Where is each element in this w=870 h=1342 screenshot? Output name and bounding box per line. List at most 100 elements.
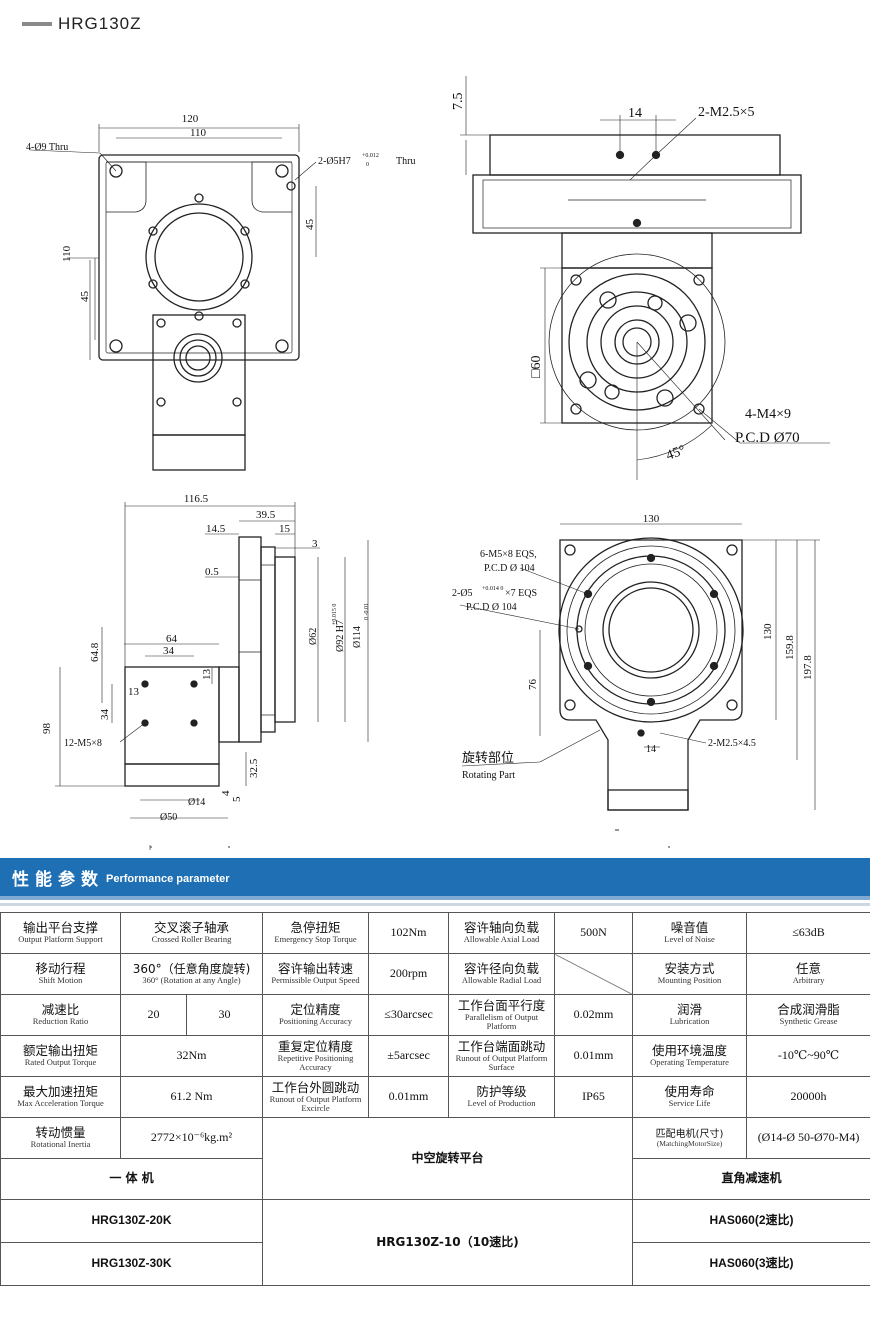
dim-34: 34 [163, 645, 175, 657]
label-temperature: 使用环境温度 [652, 1043, 728, 1059]
model-10: HRG130Z-10（10速比) [262, 1199, 634, 1286]
dim-32-5: 32.5 [248, 758, 260, 778]
technical-drawings: 120 110 110 45 45 4-Ø9 Thru 2-Ø5H7 +0.01… [26, 76, 830, 850]
label-m25x4-5: 2-M2.5×4.5 [708, 738, 756, 749]
dim-14-top: 14 [646, 744, 656, 755]
side-view [460, 76, 830, 480]
label-pin-holes: 2-Ø5H7 [318, 156, 351, 167]
label-emergency-torque-en: Emergency Stop Torque [274, 934, 357, 945]
label-radial-load: 容许径向负载 [464, 961, 540, 977]
label-noise-en: Level of Noise [664, 934, 715, 945]
label-pin-tol-up: +0.012 [362, 153, 379, 159]
label-motor-size-en: (MatchingMotorSize) [656, 1139, 723, 1149]
dim-45-right: 45 [304, 219, 316, 231]
value-lubrication-en: Synthetic Grease [779, 1016, 838, 1027]
label-rotating-part-en: Rotating Part [462, 770, 515, 781]
page-title: HRG130Z [58, 14, 142, 33]
value-rated-torque: 32Nm [119, 1035, 264, 1077]
model-has060-2: HAS060(2速比) [632, 1199, 870, 1243]
label-excircle-runout: 工作台外圆跳动 [271, 1079, 360, 1095]
page-header: HRG130Z [22, 14, 142, 34]
dim-4: 4 [220, 790, 232, 796]
label-pin-eqs-tol: +0.014 0 [482, 586, 503, 592]
section-banner: 性能参数 Performance parameter [0, 858, 870, 900]
dim-130-vertical: 130 [762, 623, 774, 640]
label-service-life: 使用寿命 [664, 1084, 715, 1100]
label-thru-holes: 4-Ø9 Thru [26, 142, 68, 153]
model-has060-3: HAS060(3速比) [632, 1242, 870, 1286]
dim-39-5: 39.5 [256, 509, 276, 521]
top-view [459, 523, 820, 811]
dim-phi14: Ø14 [188, 797, 205, 808]
label-mounting-en: Mounting Position [657, 975, 722, 986]
label-m5-eqs: 6-M5×8 EQS, [480, 549, 537, 560]
label-m4x9: 4-M4×9 [745, 407, 791, 422]
label-pin-tol-lo: 0 [366, 162, 369, 168]
dim-98: 98 [41, 723, 53, 735]
dim-phi114: Ø114 [352, 626, 363, 648]
value-shift-motion: 360°（任意角度旋转) [132, 961, 251, 976]
label-service-life-en: Service Life [668, 1098, 711, 1109]
value-output-speed: 200rpm [368, 953, 450, 995]
label-max-accel-torque: 最大加速扭矩 [22, 1084, 98, 1100]
label-parallelism: 工作台面平行度 [457, 997, 546, 1013]
value-inertia: 2772×10⁻⁶kg.m² [119, 1117, 264, 1159]
label-lubrication-en: Lubrication [669, 1016, 710, 1027]
label-protection-en: Level of Production [467, 1098, 536, 1109]
dim-13-right: 13 [201, 669, 213, 681]
label-reduction-ratio-en: Reduction Ratio [32, 1016, 89, 1027]
label-mounting: 安装方式 [664, 961, 715, 977]
label-shift-motion: 移动行程 [35, 961, 86, 977]
dim-64-8: 64.8 [89, 642, 101, 662]
dim-116-5: 116.5 [184, 493, 209, 505]
dim-phi50: Ø50 [160, 812, 177, 823]
dim-7-5: 7.5 [451, 93, 466, 111]
label-output-speed-en: Permissible Output Speed [271, 975, 360, 986]
dim-159-8: 159.8 [784, 635, 796, 660]
label-m25x5: 2-M2.5×5 [698, 105, 755, 120]
label-output-speed: 容许输出转速 [278, 961, 354, 977]
label-rated-torque: 额定输出扭矩 [22, 1043, 98, 1059]
label-positioning-accuracy: 定位精度 [290, 1002, 341, 1018]
label-motor-size: 匹配电机(尺寸) [655, 1129, 724, 1141]
dim-110: 110 [190, 127, 207, 139]
label-rotating-part-zh: 旋转部位 [462, 751, 514, 766]
col-integrated: 一 体 机 [0, 1158, 264, 1200]
product-name: 中空旋转平台 [262, 1117, 634, 1200]
value-protection: IP65 [554, 1076, 634, 1118]
value-noise: ≤63dB [746, 912, 870, 954]
dim-15: 15 [279, 523, 291, 535]
label-positioning-accuracy-en: Positioning Accuracy [279, 1016, 352, 1027]
dim-64: 64 [166, 633, 178, 645]
col-right-angle: 直角减速机 [632, 1158, 870, 1200]
value-service-life: 20000h [746, 1076, 870, 1118]
value-repeat-accuracy: ±5arcsec [368, 1035, 450, 1077]
dim-14: 14 [628, 106, 642, 121]
dim-phi92: Ø92 H7 [335, 620, 346, 652]
label-m5x8: 12-M5×8 [64, 738, 102, 749]
dim-13-left: 13 [128, 686, 140, 698]
value-output-support: 交叉滚子轴承 [154, 920, 230, 936]
label-axial-load: 容许轴向负载 [464, 920, 540, 936]
section-title-en: Performance parameter [106, 873, 230, 885]
dim-14-5: 14.5 [206, 523, 226, 535]
value-parallelism: 0.02mm [554, 994, 634, 1036]
label-excircle-runout-en: Runout of Output Platform Excircle [269, 1093, 362, 1114]
label-radial-load-en: Allowable Radial Load [461, 975, 542, 986]
value-shift-motion-en: 360° (Rotation at any Angle) [142, 974, 241, 985]
value-ratio-30: 30 [185, 994, 264, 1036]
dim-130: 130 [643, 513, 660, 525]
value-surface-runout: 0.01mm [554, 1035, 634, 1077]
label-protection: 防护等级 [476, 1084, 527, 1100]
model-30k: HRG130Z-30K [0, 1242, 264, 1286]
label-inertia: 转动惯量 [35, 1125, 86, 1141]
label-output-support-en: Output Platform Support [18, 934, 103, 945]
dim-110-vertical: 110 [61, 245, 73, 262]
label-repeat-accuracy: 重复定位精度 [278, 1038, 354, 1054]
value-output-support-en: Crossed Roller Bearing [151, 934, 232, 945]
